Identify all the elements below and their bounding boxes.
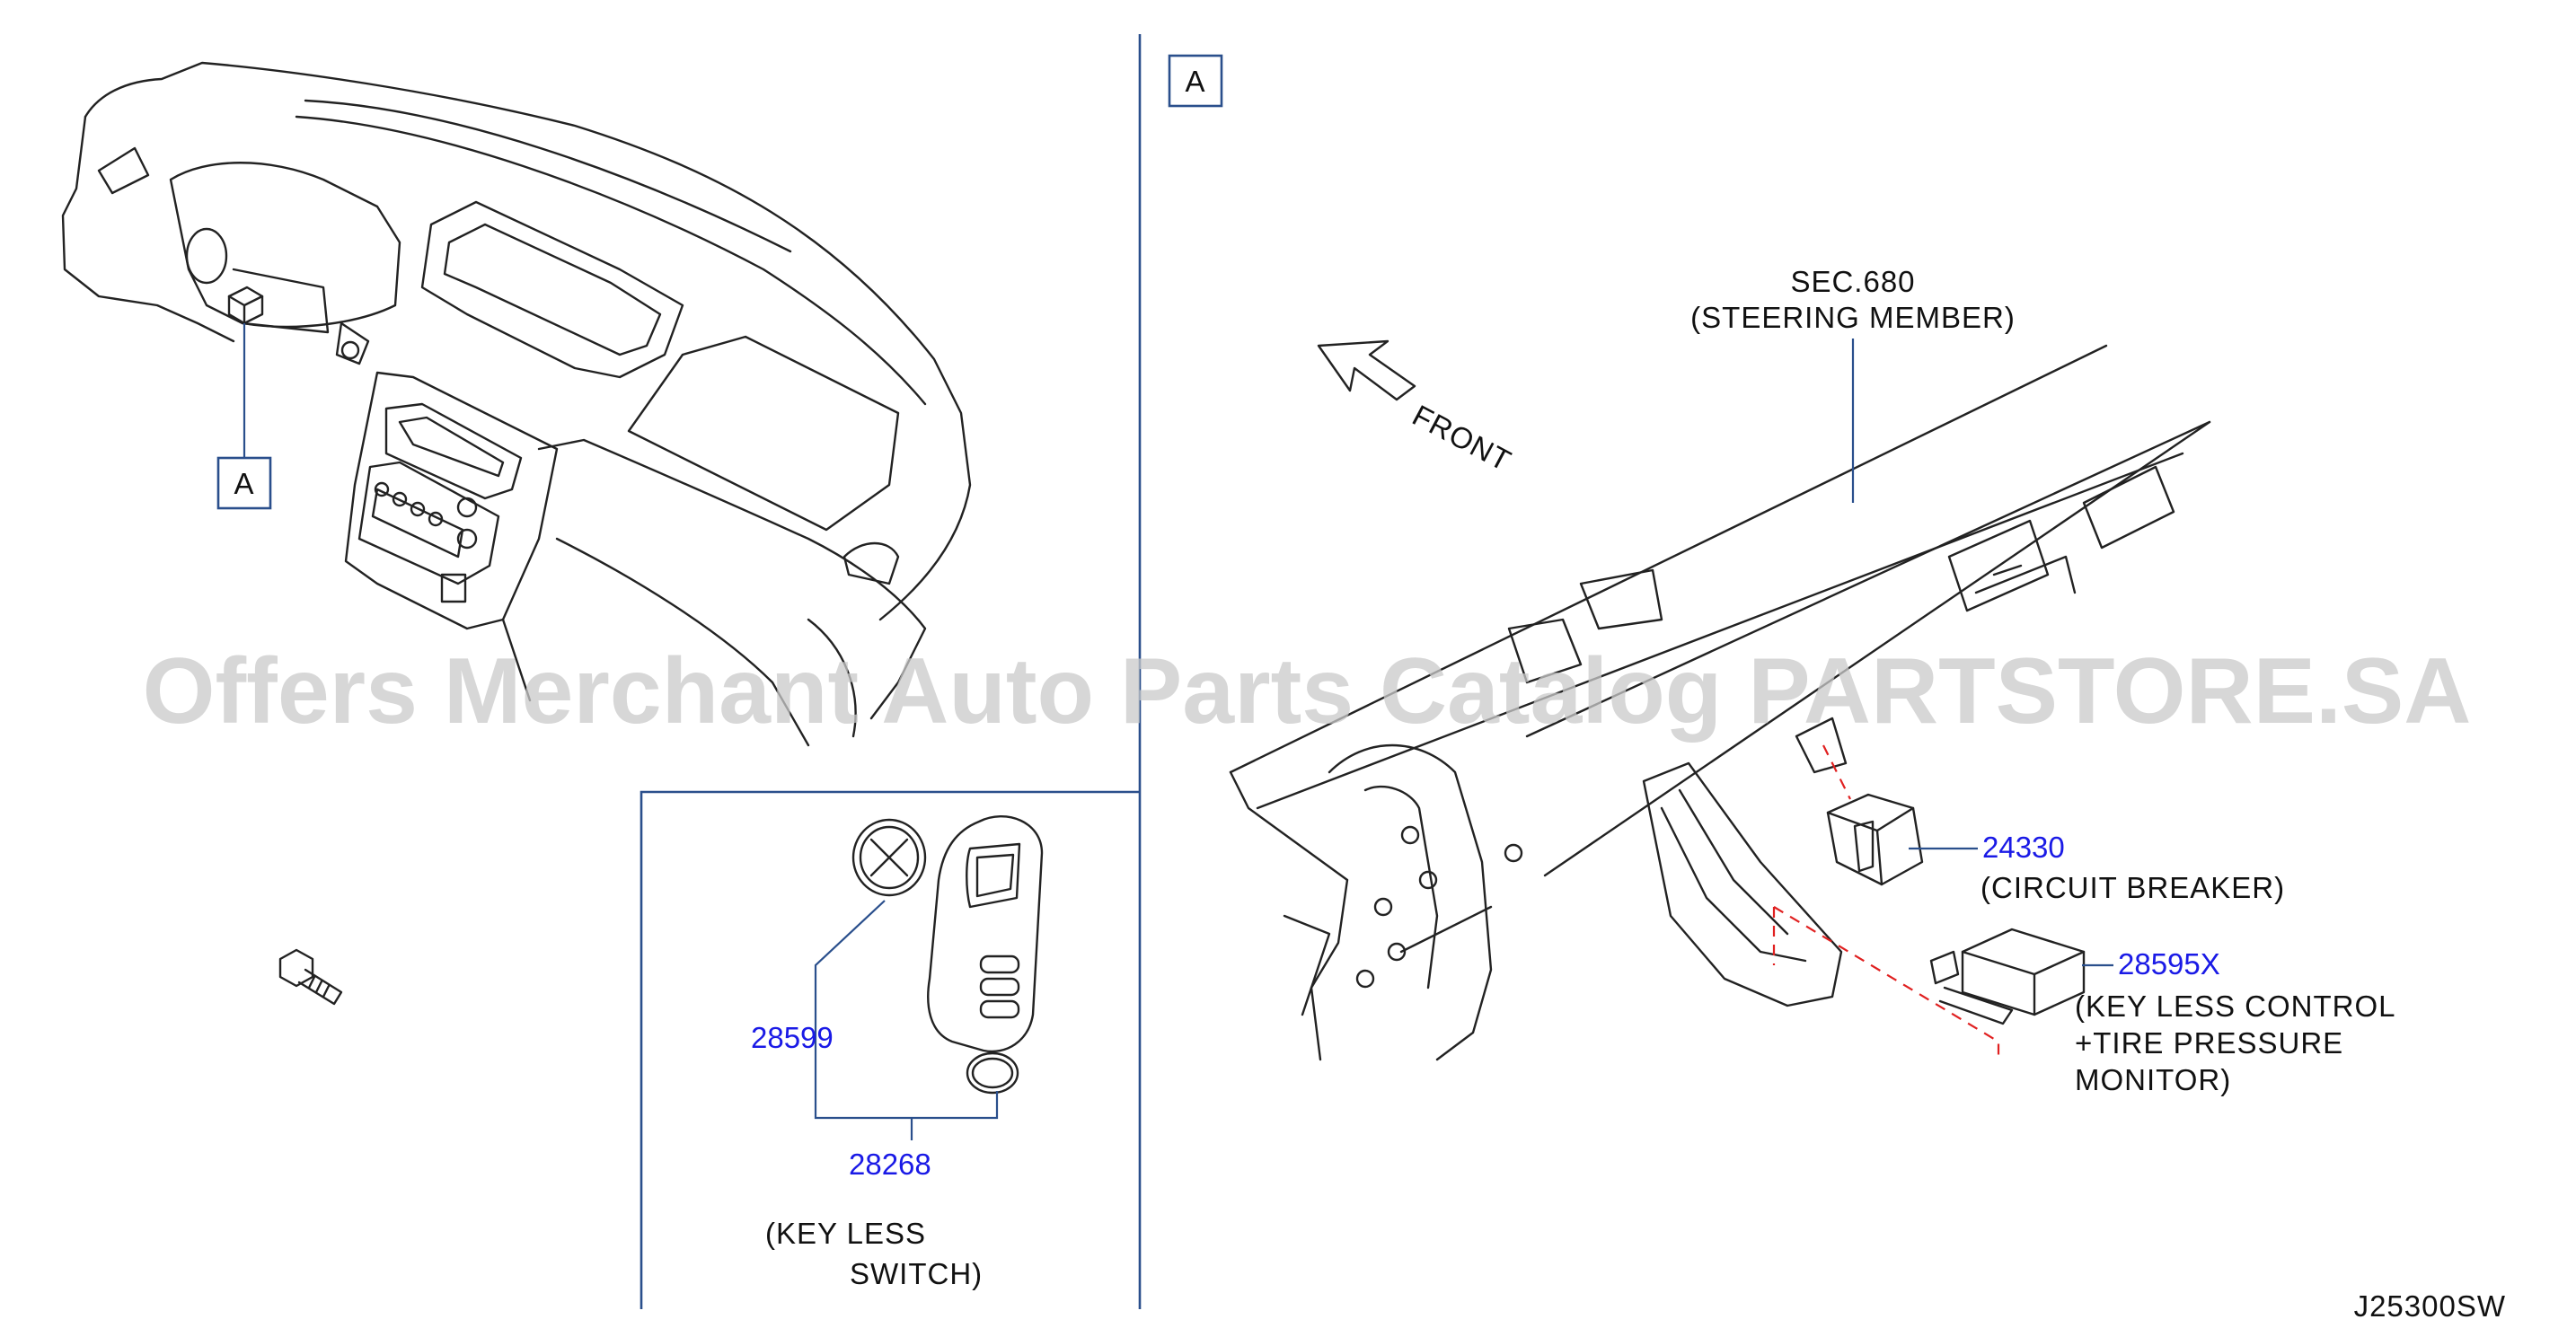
guide-circuit-breaker <box>1822 744 1851 800</box>
diagram-code: J25300SW <box>2354 1289 2506 1323</box>
guide-key-less-control <box>1772 906 2000 1060</box>
key-less-control-desc-1: (KEY LESS CONTROL <box>2075 990 2396 1023</box>
part-number-24330[interactable]: 24330 <box>1982 831 2065 864</box>
key-fob-illustration <box>851 815 1044 1095</box>
part-number-28268[interactable]: 28268 <box>849 1148 931 1181</box>
dashboard-illustration <box>61 61 972 747</box>
key-less-switch-desc-1: (KEY LESS <box>765 1217 926 1250</box>
view-tag-detail-label: A <box>1185 65 1205 98</box>
bolt-illustration <box>278 948 343 1006</box>
front-label: FRONT <box>1407 399 1517 478</box>
key-less-control-desc-2: +TIRE PRESSURE <box>2075 1026 2343 1060</box>
key-less-control-desc-3: MONITOR) <box>2075 1063 2231 1096</box>
view-tag-main-label: A <box>234 467 254 500</box>
front-arrow-icon <box>1317 339 1416 401</box>
view-tag-detail[interactable]: A <box>1168 54 1223 108</box>
view-tag-main[interactable]: A <box>216 456 272 510</box>
part-number-28599[interactable]: 28599 <box>751 1021 834 1054</box>
key-less-switch-desc-2: SWITCH) <box>850 1257 983 1290</box>
leader-key-switch <box>814 900 999 1120</box>
detail-box-border <box>640 790 1140 1309</box>
steering-member-sec: SEC.680 <box>1790 265 1915 298</box>
steering-member-desc: (STEERING MEMBER) <box>1690 301 2016 334</box>
steering-member-illustration <box>1229 344 2211 1061</box>
watermark-text: Offers Merchant Auto Parts Catalog PARTS… <box>143 639 2472 743</box>
circuit-breaker-desc: (CIRCUIT BREAKER) <box>1981 871 2285 904</box>
part-number-28595x[interactable]: 28595X <box>2118 947 2220 981</box>
